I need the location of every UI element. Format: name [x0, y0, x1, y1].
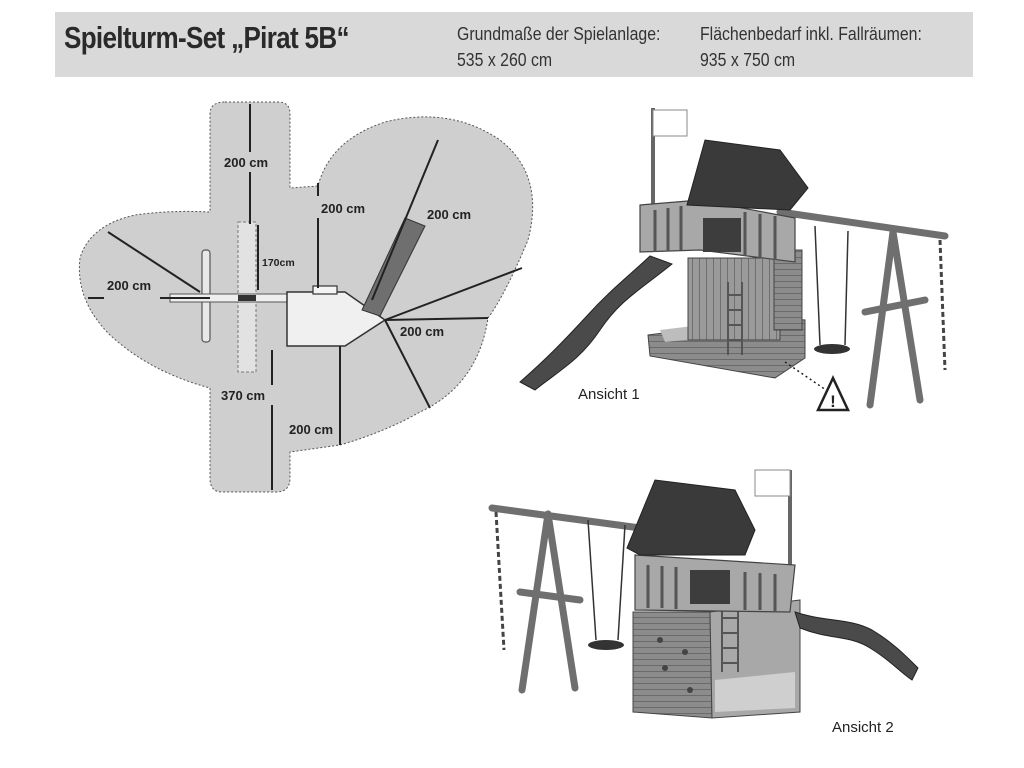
svg-text:!: !: [830, 392, 836, 411]
dim-right: 200 cm: [400, 324, 444, 339]
dimension-lines: [88, 104, 523, 490]
floor-plan: 200 cm 200 cm 200 cm 200 cm 170cm 200 cm…: [78, 101, 534, 493]
slide-1: [519, 255, 674, 391]
page-title: Spielturm-Set „Pirat 5B“: [64, 20, 350, 55]
dim-slide: 200 cm: [427, 207, 471, 222]
area-requirement-label: Flächenbedarf inkl. Fallräumen:: [700, 24, 922, 44]
slide-2: [794, 611, 919, 681]
dim-total: 370 cm: [221, 388, 265, 403]
view-1-label: Ansicht 1: [578, 386, 640, 403]
flag-1: [652, 109, 688, 137]
base-dimensions-value: 535 x 260 cm: [457, 50, 553, 70]
dim-bottom: 200 cm: [289, 422, 333, 437]
dim-top-swing: 200 cm: [224, 155, 268, 170]
roof-2: [626, 479, 756, 556]
base-dimensions-label: Grundmaße der Spielanlage:: [457, 24, 661, 44]
warning-icon: [816, 375, 850, 412]
roof-1: [686, 139, 809, 211]
swing-1: [814, 225, 849, 346]
area-requirement: Flächenbedarf inkl. Fallräumen: 935 x 75…: [700, 21, 922, 73]
view-1-illustration: ! Ansicht 1: [519, 108, 949, 412]
climbing-rope-2: [494, 511, 506, 651]
slide-plan: [361, 217, 426, 317]
swing-2: [587, 519, 626, 641]
dim-top-tower: 200 cm: [321, 201, 365, 216]
area-requirement-value: 935 x 750 cm: [700, 50, 796, 70]
climbing-rope-1: [938, 239, 947, 371]
flag-2: [754, 469, 791, 497]
dim-left: 200 cm: [107, 278, 151, 293]
view-2-label: Ansicht 2: [832, 719, 894, 736]
swing-seat-plan: [238, 295, 256, 301]
tower-base-2: [632, 611, 713, 719]
header-bar: Spielturm-Set „Pirat 5B“ Grundmaße der S…: [55, 12, 973, 77]
view-2-illustration: Ansicht 2: [488, 469, 919, 736]
tower-roof-plan: [312, 285, 338, 295]
base-dimensions: Grundmaße der Spielanlage: 535 x 260 cm: [457, 21, 660, 73]
dim-swing-beam: 170cm: [262, 257, 295, 269]
